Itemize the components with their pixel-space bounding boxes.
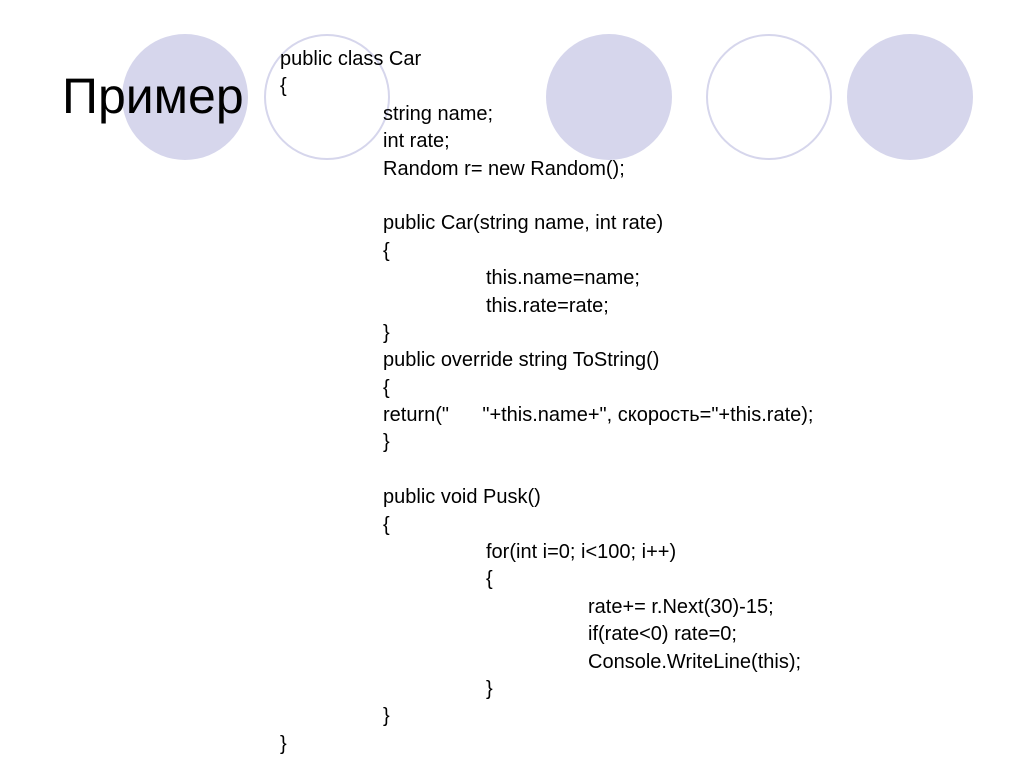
code-line: {	[280, 75, 287, 98]
code-line: {	[383, 376, 390, 399]
code-line: this.name=name;	[486, 267, 640, 290]
code-line: public void Pusk()	[383, 486, 541, 509]
code-line: }	[383, 321, 390, 344]
code-line: for(int i=0; i<100; i++)	[486, 541, 677, 564]
code-line: public Car(string name, int rate)	[383, 212, 664, 235]
code-line: if(rate<0) rate=0;	[588, 623, 737, 646]
code-line: rate+= r.Next(30)-15;	[588, 595, 774, 618]
code-line: string name;	[383, 102, 494, 125]
code-line: return(" "+this.name+", скорость="+this.…	[383, 404, 814, 427]
code-line: }	[383, 705, 390, 728]
decorative-circle-outline	[264, 34, 390, 160]
code-line: {	[383, 513, 390, 536]
code-line: }	[383, 431, 390, 454]
code-line: int rate;	[383, 130, 450, 153]
decorative-circle-filled	[546, 34, 672, 160]
code-block: public class Car { string name; int rate…	[280, 46, 813, 758]
slide-title: Пример	[62, 68, 244, 124]
code-line: Random r= new Random();	[383, 157, 625, 180]
code-line: public override string ToString()	[383, 349, 660, 372]
code-line: {	[486, 568, 493, 591]
code-line: {	[383, 239, 390, 262]
code-line: this.rate=rate;	[486, 294, 609, 317]
code-line: }	[280, 732, 287, 755]
decorative-circle-filled	[847, 34, 973, 160]
decorative-circle-filled	[122, 34, 248, 160]
decorative-circle-outline	[706, 34, 832, 160]
code-line-blank	[280, 183, 813, 210]
code-line-blank	[280, 457, 813, 484]
code-line: Console.WriteLine(this);	[588, 650, 802, 673]
code-line: }	[486, 677, 493, 700]
code-line: public class Car	[280, 48, 422, 70]
